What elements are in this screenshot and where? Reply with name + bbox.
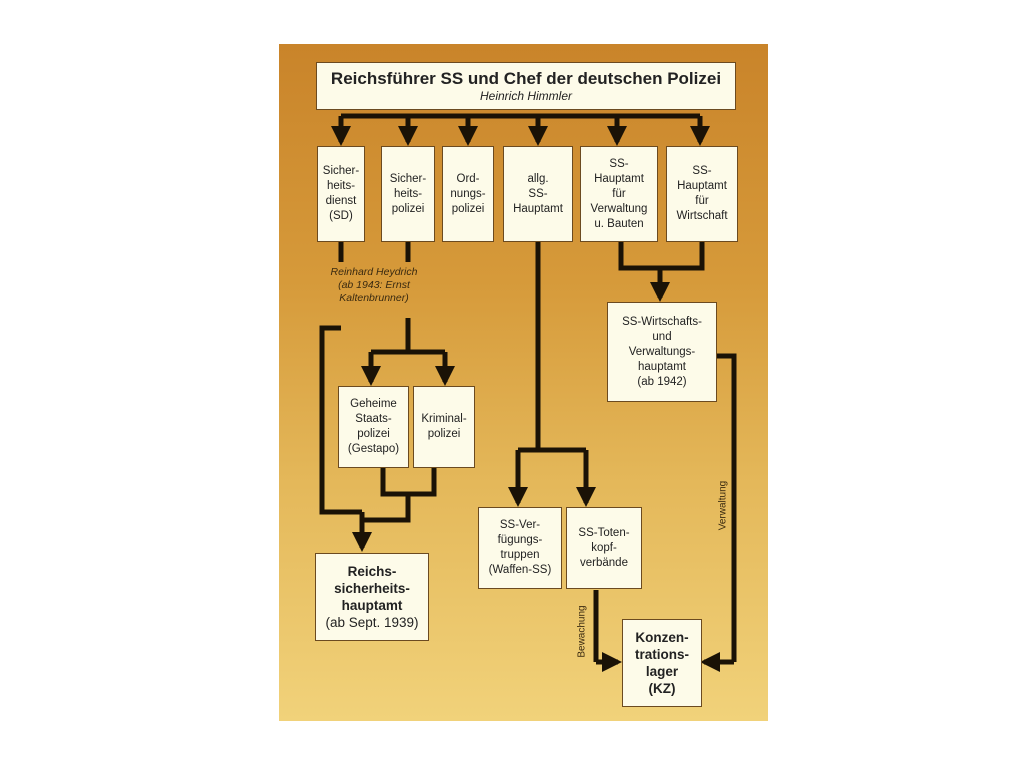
box-ordnungspolizei: Ord- nungs- polizei bbox=[442, 146, 494, 242]
box-line: kopf- bbox=[591, 541, 617, 554]
note-line: Reinhard Heydrich bbox=[330, 266, 418, 278]
box-line: fügungs- bbox=[497, 534, 543, 546]
heydrich-note: Reinhard Heydrich (ab 1943: Ernst Kalten… bbox=[318, 266, 430, 305]
box-line: (Gestapo) bbox=[347, 443, 400, 455]
box-konzentrationslager: Konzen- trations- lager (KZ) bbox=[622, 619, 702, 707]
box-line: SS- bbox=[609, 157, 629, 170]
box-line: Kriminal- bbox=[421, 413, 467, 425]
box-hauptamt-verwaltung-bauten: SS- Hauptamt für Verwaltung u. Bauten bbox=[580, 146, 658, 242]
box-sicherheitspolizei: Sicher- heits- polizei bbox=[381, 146, 435, 242]
box-line: für bbox=[612, 187, 626, 200]
box-line: heits- bbox=[393, 187, 423, 200]
note-line: (ab 1943: Ernst bbox=[338, 279, 410, 291]
box-line: und bbox=[652, 330, 672, 343]
box-line: Ord- bbox=[456, 172, 480, 185]
box-line: (SD) bbox=[329, 210, 353, 222]
box-line: allg. bbox=[527, 172, 549, 185]
box-line: SS- bbox=[692, 165, 712, 177]
box-line: nungs- bbox=[450, 187, 486, 200]
title-heading: Reichsführer SS und Chef der deutschen P… bbox=[330, 69, 722, 88]
box-line: Verwaltung bbox=[590, 202, 648, 215]
box-line: sicherheits- bbox=[334, 581, 410, 596]
box-line: u. Bauten bbox=[594, 217, 644, 230]
label-verwaltung: Verwaltung bbox=[717, 480, 729, 531]
box-ss-wvha: SS-Wirtschafts- und Verwaltungs- hauptam… bbox=[607, 302, 717, 402]
box-line: SS-Wirtschafts- bbox=[622, 315, 702, 328]
box-line: hauptamt bbox=[341, 598, 403, 613]
box-line: polizei bbox=[451, 202, 485, 215]
box-sicherheitsdienst: Sicher- heits- dienst (SD) bbox=[317, 146, 365, 242]
box-line: (Waffen-SS) bbox=[488, 564, 552, 576]
box-line: polizei bbox=[357, 428, 390, 440]
box-line: polizei bbox=[391, 202, 425, 215]
box-line: polizei bbox=[427, 428, 461, 440]
box-gestapo: Geheime Staats- polizei (Gestapo) bbox=[338, 386, 409, 468]
box-line: Sicher- bbox=[389, 172, 427, 185]
box-line: Konzen- bbox=[635, 630, 689, 645]
box-line: Hauptamt bbox=[513, 202, 563, 215]
box-hauptamt-wirtschaft: SS- Hauptamt für Wirtschaft bbox=[666, 146, 738, 242]
box-line: dienst bbox=[325, 195, 357, 207]
note-line: Kaltenbrunner) bbox=[339, 292, 409, 304]
box-line: Geheime bbox=[350, 398, 397, 410]
box-line: für bbox=[695, 195, 709, 207]
box-line: SS-Toten- bbox=[578, 526, 630, 539]
title-person: Heinrich Himmler bbox=[479, 89, 572, 103]
box-line: (ab Sept. 1939) bbox=[325, 615, 419, 630]
box-line: Hauptamt bbox=[677, 180, 727, 192]
box-line: SS- bbox=[528, 187, 548, 200]
box-line: Wirtschaft bbox=[676, 210, 728, 222]
title-box: Reichsführer SS und Chef der deutschen P… bbox=[316, 62, 736, 110]
box-line: (KZ) bbox=[648, 681, 676, 696]
box-allg-ss-hauptamt: allg. SS- Hauptamt bbox=[503, 146, 573, 242]
box-ss-totenkopfverbaende: SS-Toten- kopf- verbände bbox=[566, 507, 642, 589]
box-line: trations- bbox=[635, 647, 689, 662]
label-bewachung: Bewachung bbox=[576, 605, 588, 658]
box-line: heits- bbox=[326, 180, 356, 192]
box-reichssicherheitshauptamt: Reichs- sicherheits- hauptamt (ab Sept. … bbox=[315, 553, 429, 641]
box-line: Sicher- bbox=[322, 165, 360, 177]
box-line: verbände bbox=[580, 556, 628, 569]
box-line: Verwaltungs- bbox=[628, 345, 696, 358]
box-ss-verfuegungstruppen: SS-Ver- fügungs- truppen (Waffen-SS) bbox=[478, 507, 562, 589]
box-line: (ab 1942) bbox=[637, 375, 687, 388]
box-line: Reichs- bbox=[347, 564, 397, 579]
box-line: lager bbox=[645, 664, 679, 679]
box-kriminalpolizei: Kriminal- polizei bbox=[413, 386, 475, 468]
box-line: hauptamt bbox=[638, 360, 686, 373]
box-line: Hauptamt bbox=[594, 172, 644, 185]
box-line: Staats- bbox=[355, 413, 392, 425]
box-line: truppen bbox=[500, 549, 540, 561]
box-line: SS-Ver- bbox=[499, 519, 541, 531]
